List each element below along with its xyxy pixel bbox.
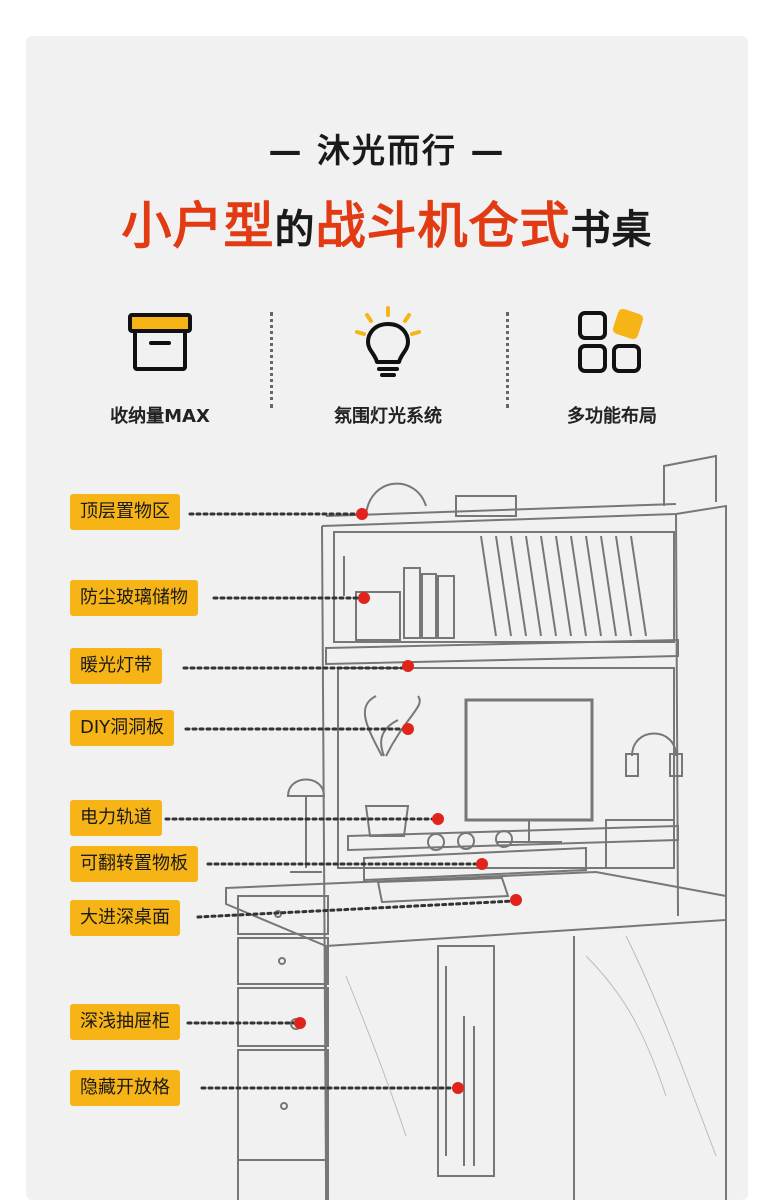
callout-top-shelf: 顶层置物区 (70, 494, 180, 530)
callout-flip-shelf: 可翻转置物板 (70, 846, 198, 882)
divider (270, 312, 273, 408)
product-card: — 沐光而行 — 小户型的战斗机仓式书桌 收纳量MAX (26, 36, 748, 1200)
callout-power-rail: 电力轨道 (70, 800, 162, 836)
feature-label: 收纳量MAX (110, 406, 210, 427)
feature-storage: 收纳量MAX (70, 304, 250, 428)
callout-hidden-compartment: 隐藏开放格 (70, 1070, 180, 1106)
layout-grid-icon (522, 304, 702, 380)
callout-glass-storage: 防尘玻璃储物 (70, 580, 198, 616)
light-bulb-icon (298, 304, 478, 380)
feature-label: 氛围灯光系统 (334, 406, 442, 427)
headline-part: 的 (274, 207, 316, 253)
headline-part: 书桌 (570, 207, 653, 253)
callout-deep-desktop: 大进深桌面 (70, 900, 180, 936)
feature-layout: 多功能布局 (522, 304, 702, 428)
headline-part: 小户型 (121, 197, 275, 255)
storage-box-icon (70, 304, 250, 380)
callout-drawer-cabinet: 深浅抽屉柜 (70, 1004, 180, 1040)
divider (506, 312, 509, 408)
headline: 小户型的战斗机仓式书桌 (26, 186, 748, 258)
feature-label: 多功能布局 (567, 406, 657, 427)
feature-lighting: 氛围灯光系统 (298, 304, 478, 428)
callout-light-strip: 暖光灯带 (70, 648, 162, 684)
tagline: — 沐光而行 — (268, 131, 506, 170)
headline-part: 战斗机仓式 (315, 197, 571, 255)
desk-illustration (164, 454, 727, 1200)
callout-pegboard: DIY洞洞板 (70, 710, 175, 746)
